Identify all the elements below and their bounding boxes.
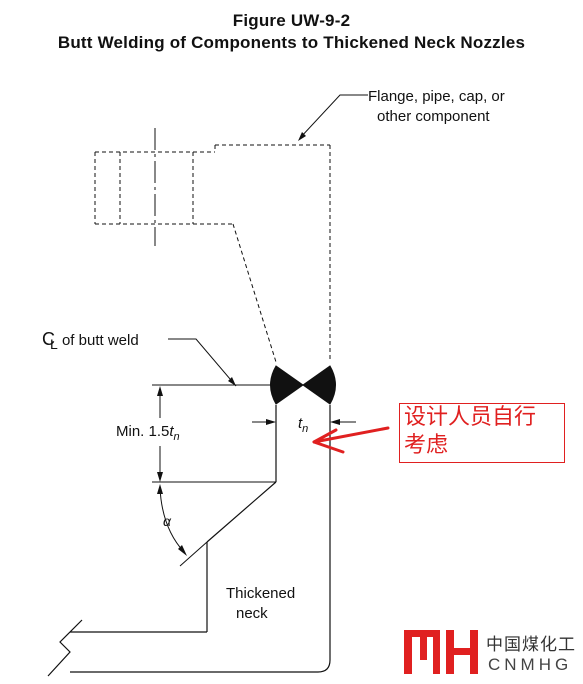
centerline-label: CL of butt weld [42,329,139,352]
min-thickness-prefix: Min. 1.5 [116,423,169,440]
logo-en-text: CNMHG [488,655,573,674]
centerline-symbol-sub: L [50,336,58,352]
min-thickness-sub: n [174,431,180,443]
logo-cn-text: 中国煤化工 [486,635,576,655]
watermark-logo: 中国煤化工 CNMHG [402,626,580,678]
centerline-symbol: C [42,329,55,349]
neck-label-line2: neck [236,605,268,622]
alpha-label: α [163,513,172,529]
figure-subtitle: Butt Welding of Components to Thickened … [57,33,526,52]
centerline-arrowhead [228,377,236,386]
annotation-line2: 考虑 [404,433,449,458]
tn-arrow-left [266,419,276,425]
component-label-line1: Flange, pipe, cap, or [368,88,505,105]
tn-var: t [298,415,303,432]
tn-label: tn [298,415,308,435]
tn-arrow-right [330,419,340,425]
tn-sub: n [302,423,308,435]
neck-label-line1: Thickened [226,585,295,602]
dim-arrow-down [157,472,163,482]
taper-extension-line [179,541,208,567]
min-thickness-var: t [169,423,174,440]
neck-outline [70,405,331,673]
dashed-component-outline [94,144,331,363]
annotation-arrow [312,426,390,454]
dim-arrow-up [157,386,163,396]
alpha-arrow-top [157,484,163,494]
figure-title-block: Figure UW-9-2 Butt Welding of Components… [0,10,583,54]
annotation-note: 设计人员自行 考虑 [399,403,565,463]
break-mark [47,619,83,677]
figure-title: Figure UW-9-2 [232,11,351,30]
centerline-text: of butt weld [58,332,139,349]
alpha-arrow-bottom [178,545,187,556]
component-label-line2: other component [377,108,490,125]
butt-weld [270,365,336,405]
component-leader-arrowhead [298,132,306,141]
component-leader [299,94,368,139]
centerline-leader [168,338,237,387]
min-thickness-label: Min. 1.5tn [116,423,180,443]
annotation-line1: 设计人员自行 [404,405,537,430]
logo-mark-icon [404,630,478,674]
